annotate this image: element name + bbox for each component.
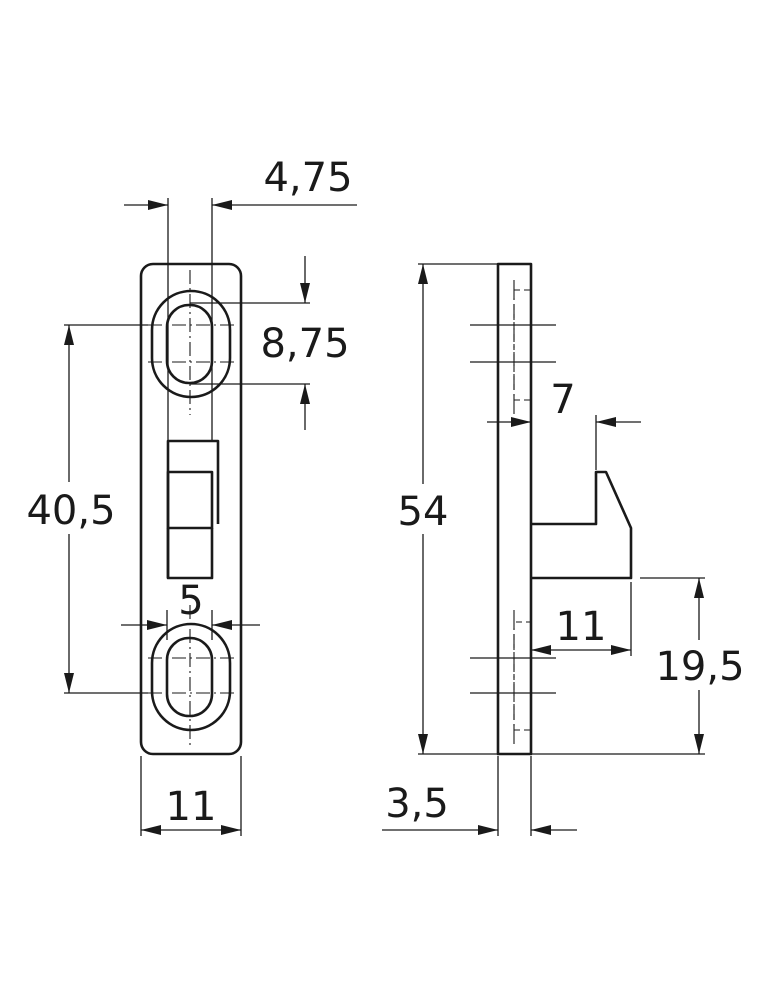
dim-slot-height-label: 8,75 <box>260 321 349 367</box>
dim-overall-height: 54 <box>394 263 497 755</box>
side-hidden-bottom <box>470 610 556 748</box>
dim-slot-spacing-width: 4,75 <box>124 155 357 440</box>
dim-hook-offset: 7 <box>487 377 641 470</box>
dim-plate-thickness: 3,5 <box>382 756 577 836</box>
dim-hook-projection-label: 11 <box>556 604 607 650</box>
dim-hole-pitch-label: 40,5 <box>26 488 115 534</box>
dim-hook-projection: 11 <box>531 582 632 656</box>
hook-face <box>166 439 220 580</box>
dim-plate-width-label: 11 <box>166 784 217 830</box>
dim-tab-width: 5 <box>121 578 260 640</box>
front-view: 4,75 8,75 40,5 5 <box>22 155 357 836</box>
top-slot <box>148 270 234 415</box>
dim-hole-pitch: 40,5 <box>22 324 148 694</box>
hook-profile <box>531 470 633 580</box>
dim-hook-offset-label: 7 <box>550 377 575 423</box>
dim-plate-width: 11 <box>140 756 242 836</box>
dim-hook-height-label: 19,5 <box>655 644 744 690</box>
dim-hook-height: 19,5 <box>531 577 748 755</box>
side-plate-outline <box>496 262 533 756</box>
dim-slot-height: 8,75 <box>190 256 350 430</box>
dim-plate-thickness-label: 3,5 <box>385 781 449 827</box>
plate-outline <box>139 262 243 756</box>
bottom-slot <box>148 605 234 748</box>
side-view: 54 7 11 19,5 <box>382 262 748 836</box>
side-hidden-top <box>470 280 556 420</box>
dim-tab-width-label: 5 <box>178 578 203 624</box>
dim-slot-spacing-width-label: 4,75 <box>263 155 352 201</box>
dim-overall-height-label: 54 <box>398 489 449 535</box>
